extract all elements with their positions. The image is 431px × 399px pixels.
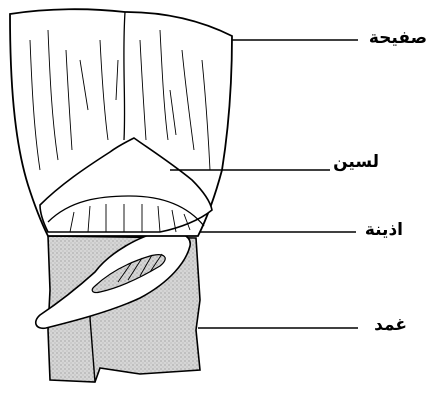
label-auricle: اذينة	[365, 222, 403, 239]
label-blade: صفيحة	[369, 30, 427, 47]
label-ligule: لسين	[333, 154, 379, 171]
label-sheath: غمد	[374, 317, 407, 334]
